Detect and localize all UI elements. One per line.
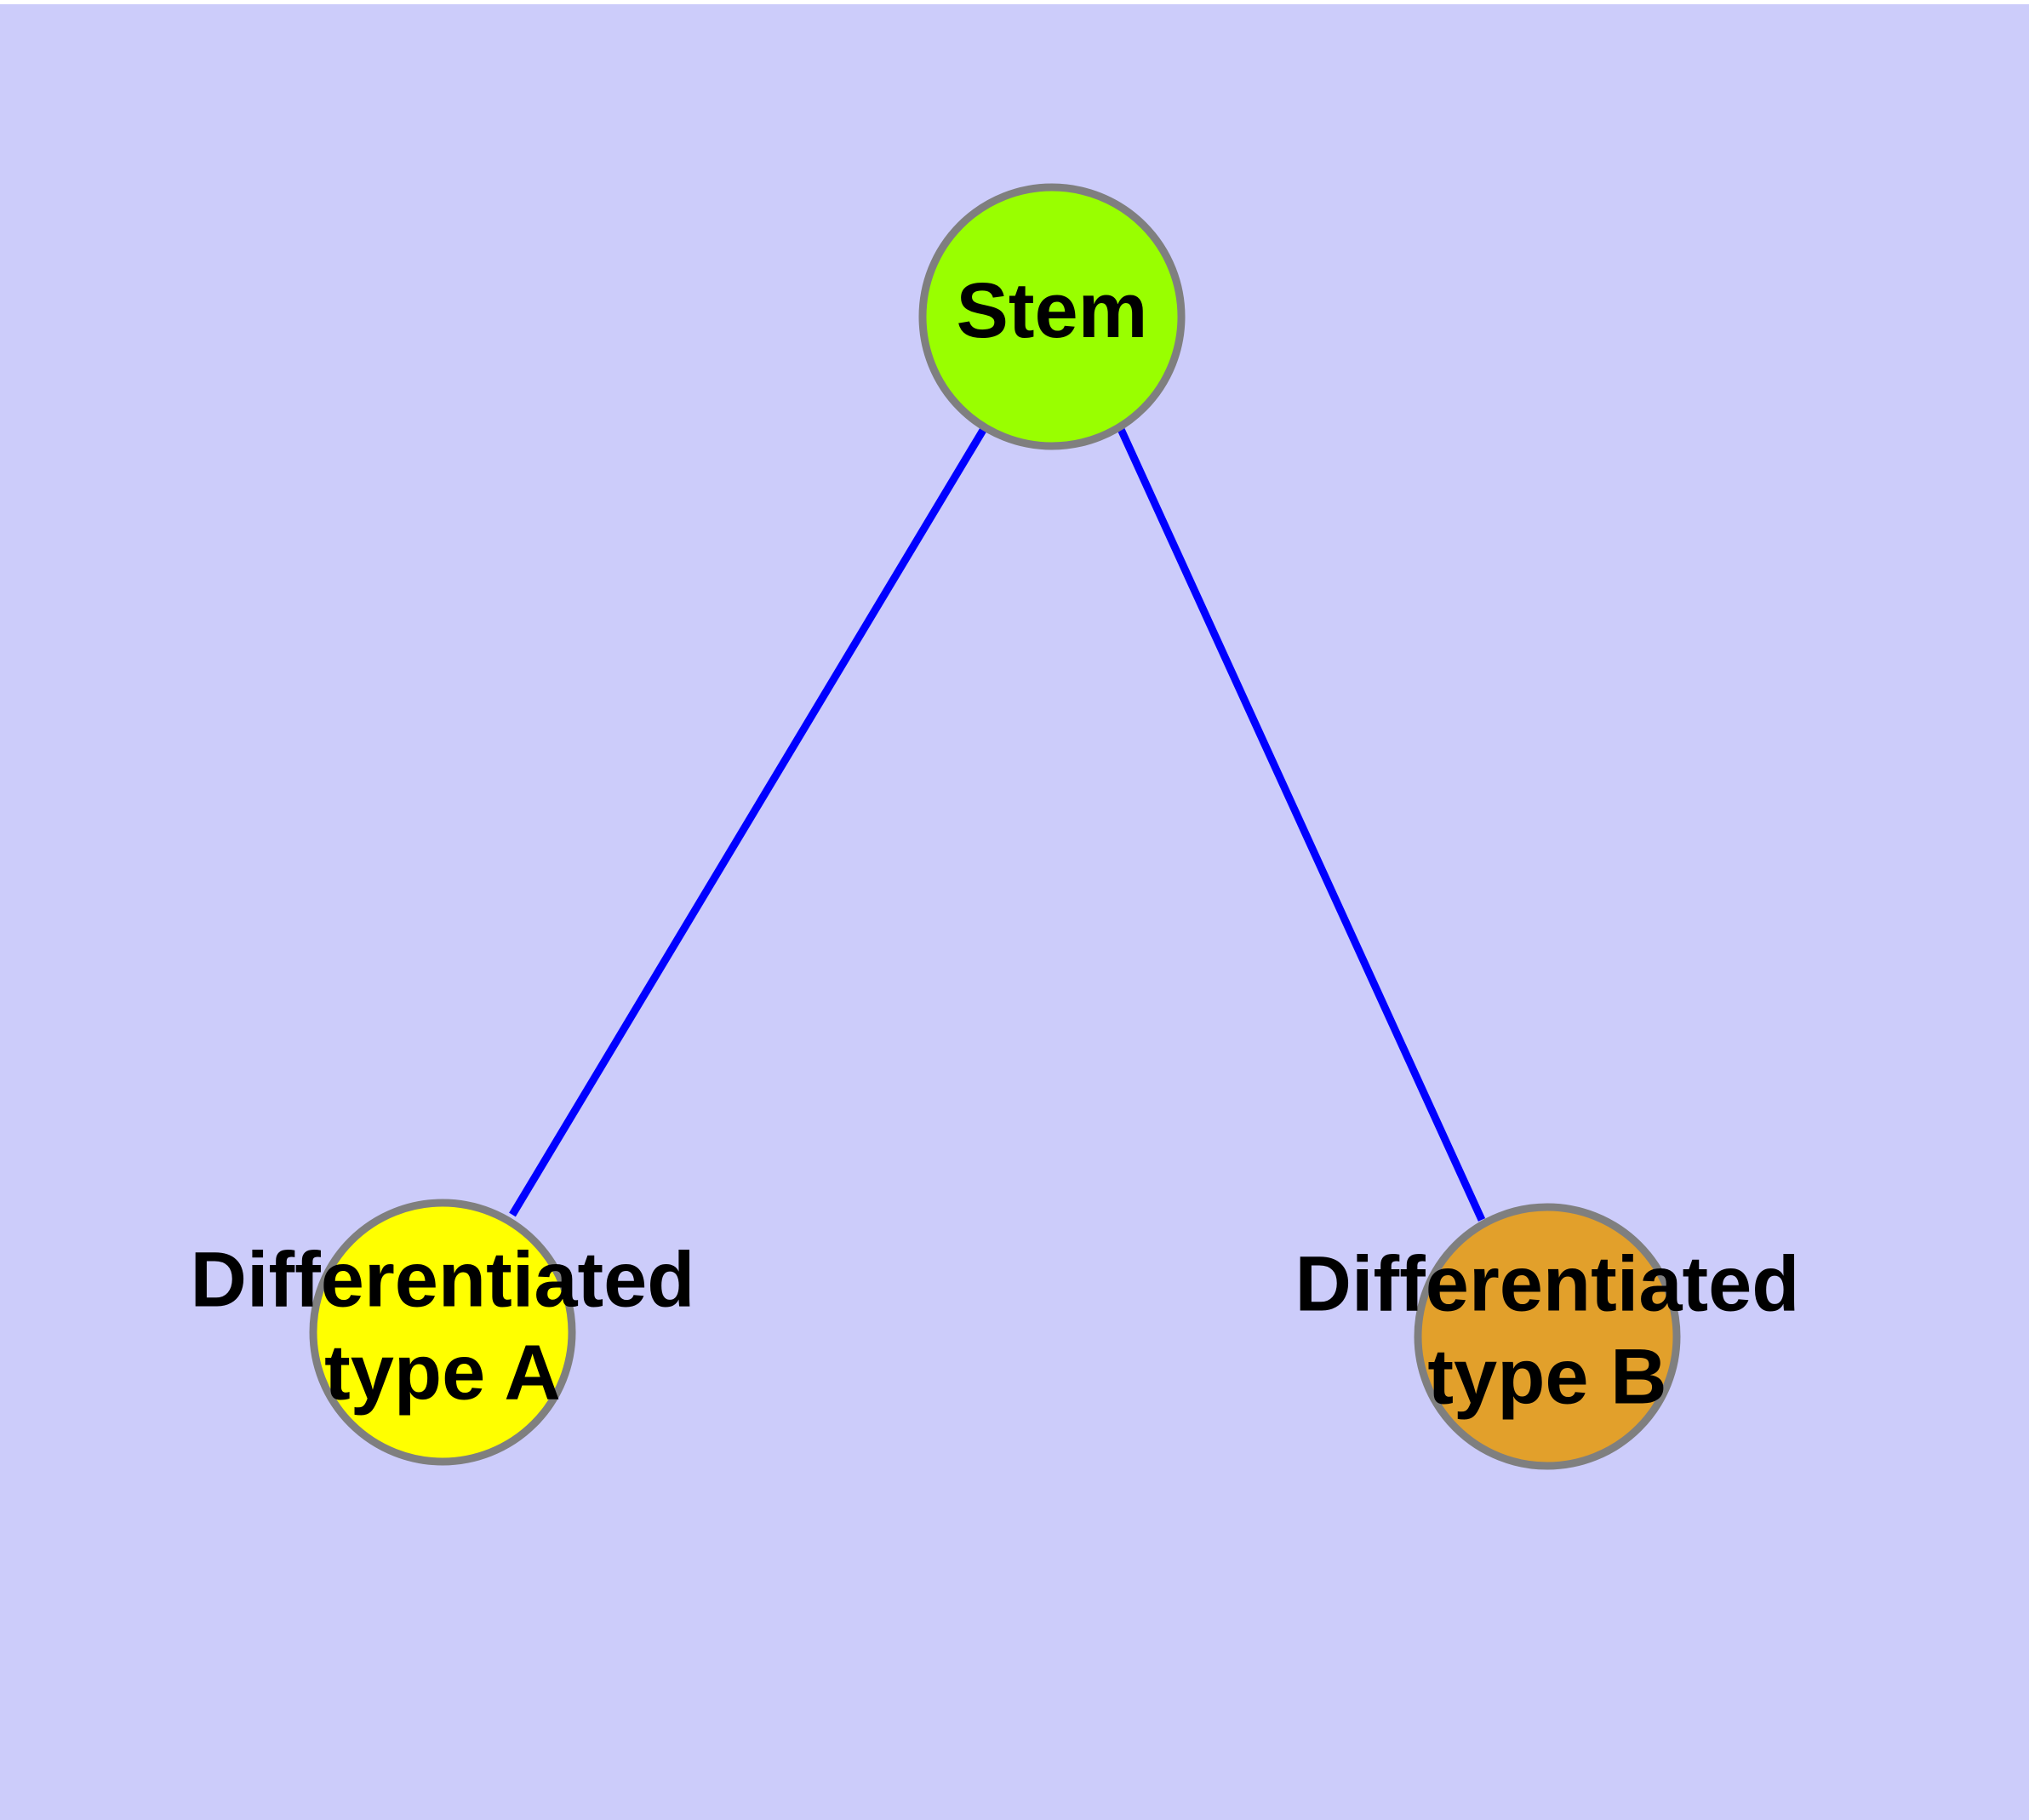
edge-stem-to-differentiated-type-a[interactable]	[509, 425, 988, 1217]
edge-stem-to-differentiated-type-b[interactable]	[1116, 426, 1486, 1222]
edges-layer	[509, 425, 1486, 1222]
node-differentiated-type-b-circle[interactable]	[1414, 1203, 1681, 1470]
node-stem-circle[interactable]	[918, 183, 1186, 450]
node-differentiated-type-a-circle[interactable]	[309, 1199, 576, 1466]
node-stem-label: Stem	[957, 267, 1148, 354]
nodes-layer	[309, 183, 1681, 1470]
